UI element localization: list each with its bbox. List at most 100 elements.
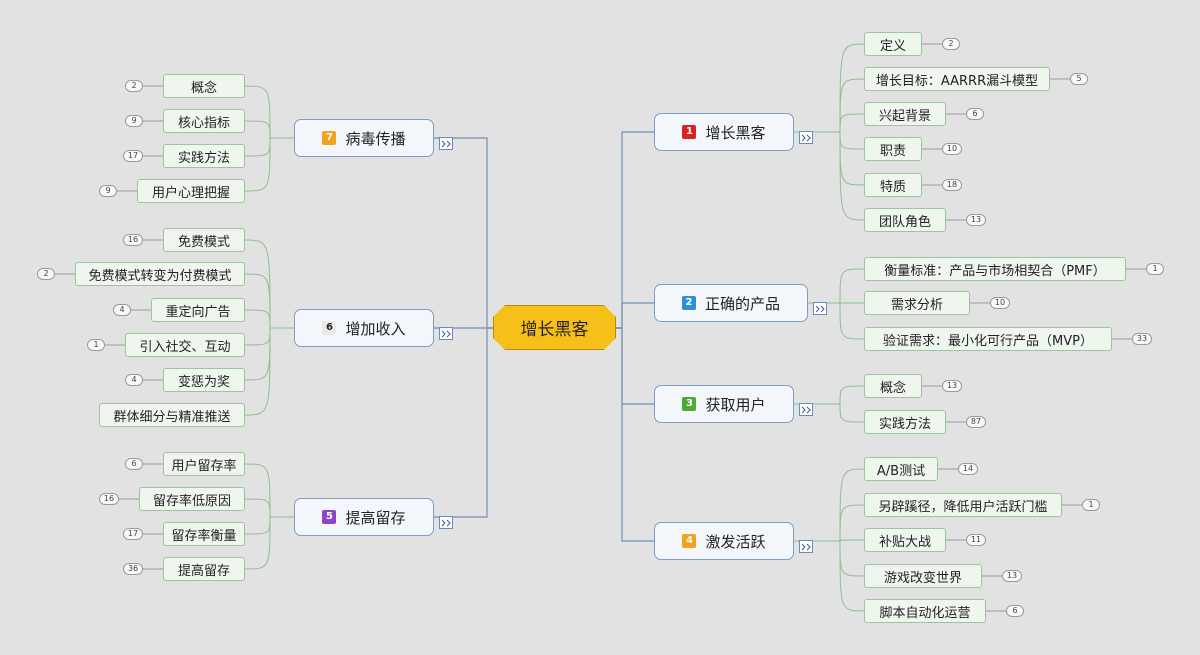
child-count-badge[interactable]: 16 <box>99 493 119 505</box>
subtopic-label: 特质 <box>879 179 906 195</box>
connector-line <box>839 43 865 133</box>
subtopic-node[interactable]: 用户留存率 <box>163 452 245 476</box>
central-topic[interactable]: 增长黑客 <box>493 305 616 350</box>
child-count-badge[interactable]: 2 <box>125 80 143 92</box>
subtopic-node[interactable]: 概念 <box>864 374 922 398</box>
child-count-badge[interactable]: 6 <box>966 108 984 120</box>
connector-line <box>839 131 865 221</box>
subtopic-node[interactable]: 提高留存 <box>163 557 245 581</box>
subtopic-node[interactable]: 留存率低原因 <box>139 487 245 511</box>
child-count-badge[interactable]: 13 <box>942 380 962 392</box>
subtopic-node[interactable]: 特质 <box>864 173 922 197</box>
subtopic-node[interactable]: 衡量标准：产品与市场相契合（PMF） <box>864 257 1126 281</box>
subtopic-node[interactable]: 团队角色 <box>864 208 946 232</box>
child-count-badge[interactable]: 1 <box>87 339 105 351</box>
subtopic-label: 重定向广告 <box>165 304 231 320</box>
child-count-badge[interactable]: 9 <box>99 185 117 197</box>
connector-line <box>616 327 654 542</box>
child-count-badge[interactable]: 6 <box>125 458 143 470</box>
child-count-badge[interactable]: 1 <box>1082 499 1100 511</box>
subtopic-node[interactable]: 免费模式 <box>163 228 245 252</box>
subtopic-node[interactable]: 兴起背景 <box>864 102 946 126</box>
connector-line <box>244 516 271 570</box>
child-count-badge[interactable]: 10 <box>942 143 962 155</box>
subtopic-node[interactable]: 用户心理把握 <box>137 179 245 203</box>
child-count-badge[interactable]: 13 <box>966 214 986 226</box>
subtopic-label: 增长目标：AARRR漏斗模型 <box>875 73 1039 89</box>
child-count-badge[interactable]: 33 <box>1132 333 1152 345</box>
child-count-badge[interactable]: 87 <box>966 416 986 428</box>
subtopic-label: 群体细分与精准推送 <box>113 409 231 425</box>
subtopic-node[interactable]: 核心指标 <box>163 109 245 133</box>
hyperlink-icon[interactable] <box>439 514 453 529</box>
subtopic-node[interactable]: 群体细分与精准推送 <box>99 403 245 427</box>
connector-line <box>244 137 271 157</box>
child-count-badge[interactable]: 4 <box>113 304 131 316</box>
child-count-badge[interactable]: 36 <box>123 563 143 575</box>
connector-line <box>839 113 865 133</box>
child-count-badge[interactable]: 2 <box>37 268 55 280</box>
child-count-badge[interactable]: 9 <box>125 115 143 127</box>
connector-line <box>839 131 865 186</box>
subtopic-label: 另辟蹊径，降低用户活跃门槛 <box>878 499 1048 515</box>
subtopic-node[interactable]: 验证需求：最小化可行产品（MVP） <box>864 327 1112 351</box>
subtopic-label: 实践方法 <box>878 416 931 432</box>
child-count-badge[interactable]: 4 <box>125 374 143 386</box>
child-count-badge[interactable]: 6 <box>1006 605 1024 617</box>
number-5-icon: 5 <box>322 510 337 524</box>
subtopic-label: 需求分析 <box>890 297 943 313</box>
connector-line <box>616 302 654 329</box>
hyperlink-icon[interactable] <box>439 135 453 150</box>
child-count-badge[interactable]: 14 <box>958 463 978 475</box>
subtopic-label: 验证需求：最小化可行产品（MVP） <box>883 333 1093 349</box>
subtopic-node[interactable]: 引入社交、互动 <box>125 333 245 357</box>
subtopic-node[interactable]: 重定向广告 <box>151 298 245 322</box>
subtopic-node[interactable]: 补贴大战 <box>864 528 946 552</box>
subtopic-label: 留存率低原因 <box>152 493 231 509</box>
subtopic-node[interactable]: A/B测试 <box>864 457 938 481</box>
connector-line <box>244 327 271 346</box>
child-count-badge[interactable]: 5 <box>1070 73 1088 85</box>
hyperlink-icon[interactable] <box>439 325 453 340</box>
connector-line <box>244 309 271 329</box>
subtopic-node[interactable]: 定义 <box>864 32 922 56</box>
subtopic-node[interactable]: 实践方法 <box>163 144 245 168</box>
connector-line <box>244 327 271 381</box>
child-count-badge[interactable]: 16 <box>123 234 143 246</box>
connector-line <box>839 78 865 133</box>
child-count-badge[interactable]: 1 <box>1146 263 1164 275</box>
connector-line <box>244 516 271 535</box>
child-count-badge[interactable]: 17 <box>123 528 143 540</box>
subtopic-node[interactable]: 概念 <box>163 74 245 98</box>
branch-label: 增加收入 <box>345 319 406 338</box>
child-count-badge[interactable]: 17 <box>123 150 143 162</box>
subtopic-node[interactable]: 增长目标：AARRR漏斗模型 <box>864 67 1050 91</box>
child-count-badge[interactable]: 18 <box>942 179 962 191</box>
subtopic-node[interactable]: 脚本自动化运营 <box>864 599 986 623</box>
subtopic-node[interactable]: 需求分析 <box>864 291 970 315</box>
subtopic-node[interactable]: 实践方法 <box>864 410 946 434</box>
subtopic-node[interactable]: 游戏改变世界 <box>864 564 982 588</box>
child-count-badge[interactable]: 10 <box>990 297 1010 309</box>
hyperlink-icon[interactable] <box>799 129 813 144</box>
child-count-badge[interactable]: 13 <box>1002 570 1022 582</box>
subtopic-node[interactable]: 另辟蹊径，降低用户活跃门槛 <box>864 493 1062 517</box>
subtopic-node[interactable]: 免费模式转变为付费模式 <box>75 262 245 286</box>
branch-label: 激发活跃 <box>705 532 766 551</box>
child-count-badge[interactable]: 11 <box>966 534 986 546</box>
subtopic-node[interactable]: 变惩为奖 <box>163 368 245 392</box>
child-count-badge[interactable]: 2 <box>942 38 960 50</box>
subtopic-node[interactable]: 留存率衡量 <box>163 522 245 546</box>
hyperlink-icon[interactable] <box>799 401 813 416</box>
hyperlink-icon[interactable] <box>799 538 813 553</box>
subtopic-node[interactable]: 职责 <box>864 137 922 161</box>
hyperlink-icon[interactable] <box>813 300 827 315</box>
